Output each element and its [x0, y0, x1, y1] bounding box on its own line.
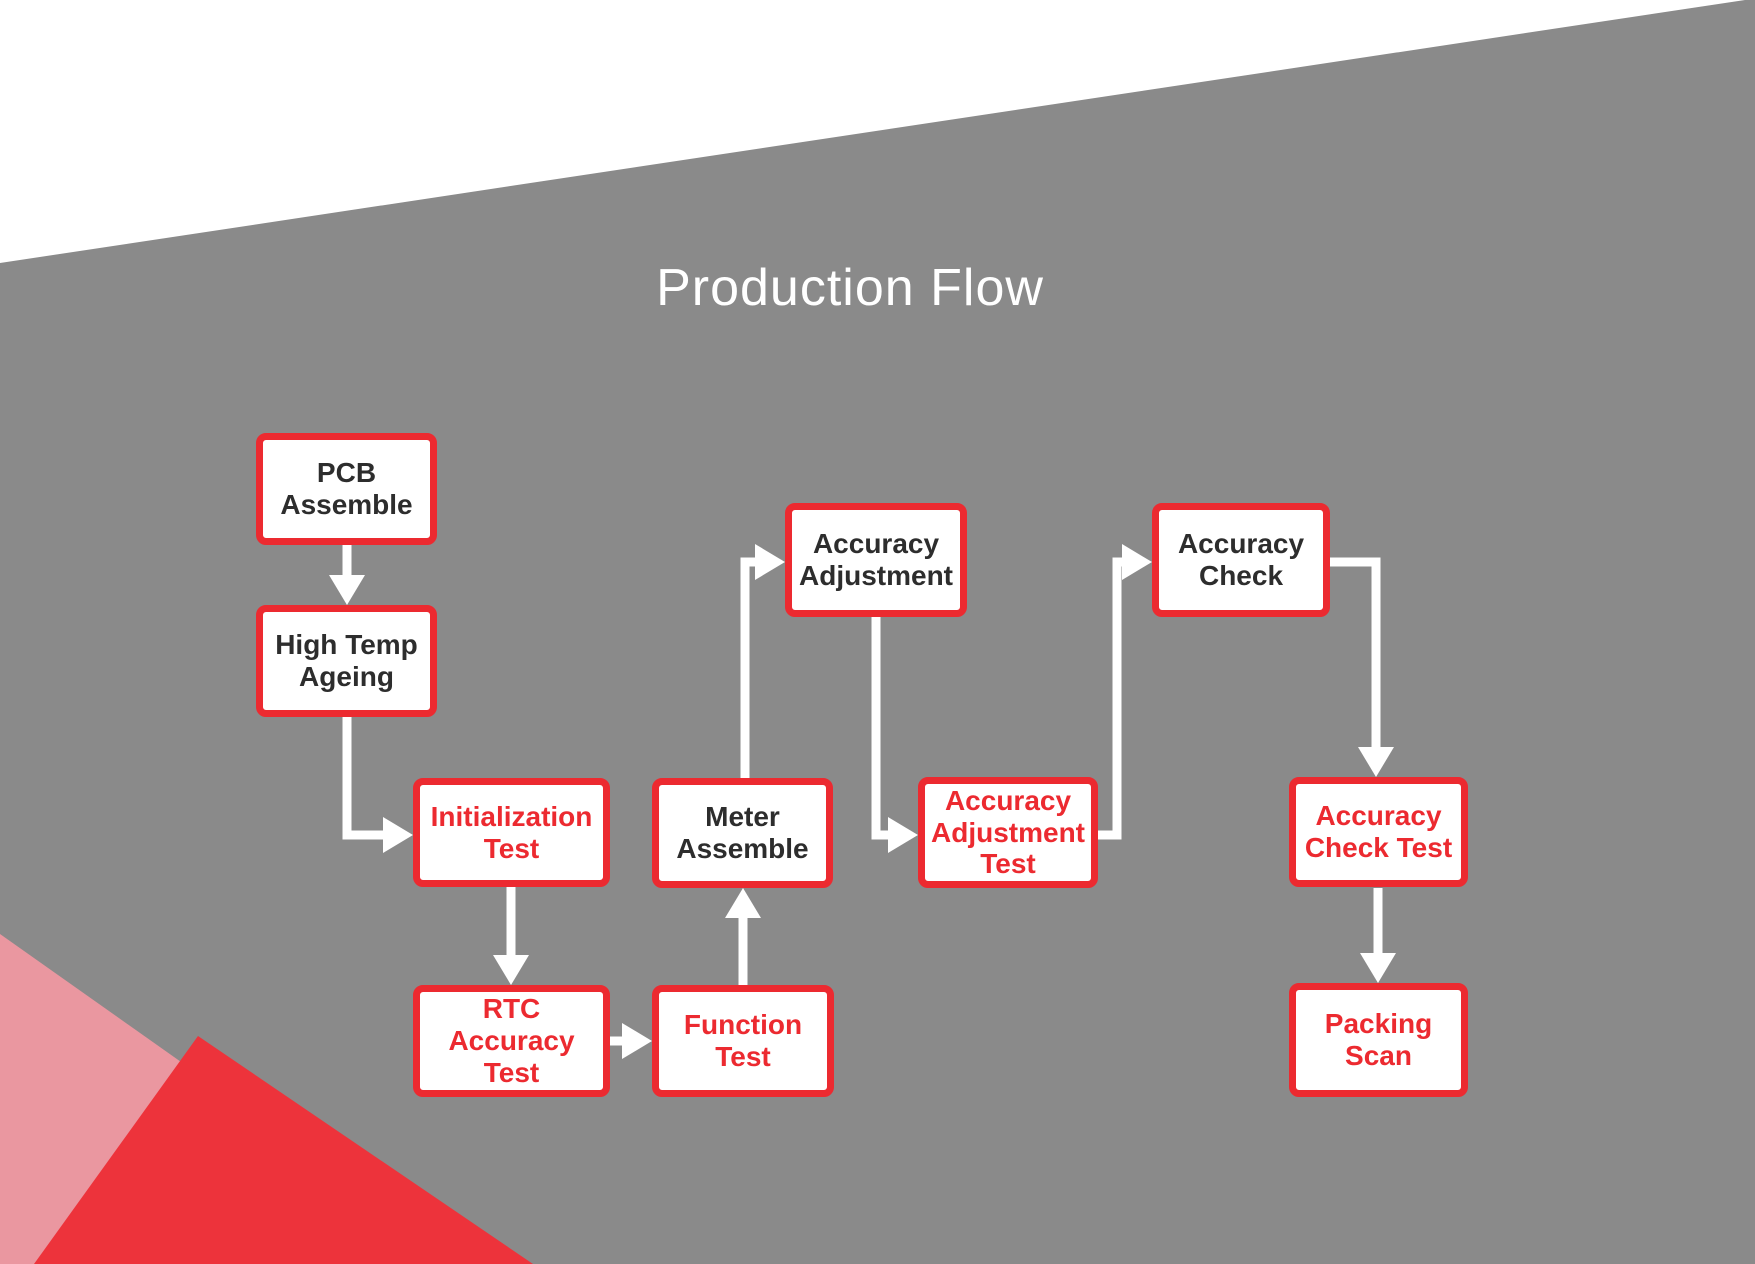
node-accuracy-check: Accuracy Check	[1152, 503, 1330, 617]
node-label-function-test: Function Test	[683, 1009, 803, 1072]
arrowhead-pcb-assemble-to-high-temp-ageing	[329, 575, 365, 605]
bottom-left-red-triangle	[34, 1036, 533, 1264]
arrowhead-rtc-accuracy-test-to-function-test	[622, 1023, 652, 1059]
node-rtc-accuracy-test: RTC Accuracy Test	[413, 985, 610, 1097]
arrowhead-accuracy-adjustment-test-to-accuracy-check	[1122, 544, 1152, 580]
node-label-pcb-assemble: PCB Assemble	[280, 457, 413, 520]
node-label-accuracy-check: Accuracy Check	[1177, 528, 1305, 591]
connector-arrows	[329, 544, 1396, 1059]
arrowhead-meter-assemble-to-accuracy-adjustment	[755, 544, 785, 580]
node-label-meter-assemble: Meter Assemble	[676, 801, 809, 864]
node-initialization-test: Initialization Test	[413, 778, 610, 887]
arrowhead-accuracy-adjustment-to-accuracy-adjustment-test	[888, 817, 918, 853]
arrowhead-high-temp-ageing-to-initialization-test	[383, 817, 413, 853]
edge-accuracy-check-to-accuracy-check-test	[1330, 557, 1381, 747]
node-label-packing-scan: Packing Scan	[1324, 1008, 1433, 1071]
edge-high-temp-ageing-to-initialization-test	[342, 717, 383, 840]
node-high-temp-ageing: High Temp Ageing	[256, 605, 437, 717]
node-function-test: Function Test	[652, 985, 834, 1097]
node-label-accuracy-check-test: Accuracy Check Test	[1304, 800, 1453, 863]
edge-meter-assemble-to-accuracy-adjustment	[740, 557, 755, 778]
top-white-diagonal-band	[0, 0, 1745, 263]
arrowhead-accuracy-check-to-accuracy-check-test	[1358, 747, 1394, 777]
node-pcb-assemble: PCB Assemble	[256, 433, 437, 545]
node-label-accuracy-adjustment-test: Accuracy Adjustment Test	[931, 784, 1085, 880]
edge-accuracy-adjustment-to-accuracy-adjustment-test	[871, 617, 888, 840]
arrowhead-initialization-test-to-rtc-accuracy-test	[493, 955, 529, 985]
arrowhead-accuracy-check-test-to-packing-scan	[1360, 953, 1396, 983]
node-label-accuracy-adjustment: Accuracy Adjustment	[799, 528, 953, 591]
node-label-rtc-accuracy-test: RTC Accuracy Test	[448, 993, 575, 1088]
node-meter-assemble: Meter Assemble	[652, 778, 833, 888]
node-accuracy-adjustment-test: Accuracy Adjustment Test	[918, 777, 1098, 888]
node-accuracy-check-test: Accuracy Check Test	[1289, 777, 1468, 887]
node-packing-scan: Packing Scan	[1289, 983, 1468, 1097]
node-label-high-temp-ageing: High Temp Ageing	[275, 629, 418, 692]
edge-accuracy-adjustment-test-to-accuracy-check	[1098, 557, 1122, 840]
node-label-initialization-test: Initialization Test	[430, 800, 593, 864]
page-title: Production Flow	[656, 259, 1044, 317]
node-accuracy-adjustment: Accuracy Adjustment	[785, 503, 967, 617]
arrowhead-function-test-to-meter-assemble	[725, 888, 761, 918]
